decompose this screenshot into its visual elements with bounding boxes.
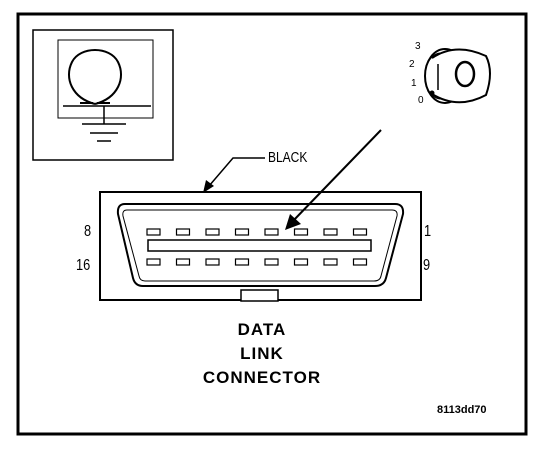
ground-symbol-inner-box	[57, 39, 154, 119]
bottom-pin-slot	[205, 258, 220, 266]
bottom-pin-slot	[293, 258, 309, 266]
bottom-pin-slot	[264, 258, 279, 266]
top-pin-slot	[175, 228, 191, 236]
connector-latch	[240, 289, 279, 302]
ignition-position-1: 1	[411, 78, 417, 89]
top-pin-slot	[205, 228, 220, 236]
outer-border	[16, 12, 528, 436]
top-pin-slot	[234, 228, 250, 236]
top-pin-slot	[352, 228, 368, 236]
pin-label-16: 16	[76, 257, 91, 274]
ignition-key-icon	[424, 48, 491, 104]
pin-label-9: 9	[423, 257, 431, 274]
top-pin-slot	[264, 228, 279, 236]
caption-line-1: DATA	[237, 320, 287, 339]
bottom-pin-slot	[175, 258, 191, 266]
connector-shell	[116, 203, 405, 287]
omega-icon	[67, 49, 123, 105]
bottom-pin-row	[146, 258, 368, 266]
ground-symbol-outer-box	[32, 29, 174, 161]
caption-line-3: CONNECTOR	[202, 368, 322, 387]
wire-color-label: BLACK	[268, 149, 308, 166]
bottom-pin-slot	[234, 258, 250, 266]
connector-center-bar	[147, 239, 372, 252]
pin-label-1: 1	[424, 223, 432, 240]
top-pin-row	[146, 228, 368, 236]
pin-label-8: 8	[84, 223, 92, 240]
top-pin-slot	[323, 228, 338, 236]
ignition-position-2: 2	[409, 59, 415, 70]
bottom-pin-slot	[352, 258, 368, 266]
bottom-pin-slot	[146, 258, 161, 266]
top-pin-slot	[146, 228, 161, 236]
ground-symbol	[32, 29, 174, 161]
data-link-connector	[99, 191, 422, 302]
bottom-pin-slot	[323, 258, 338, 266]
caption-line-2: LINK	[240, 344, 284, 363]
top-pin-slot	[293, 228, 309, 236]
ignition-position-3: 3	[415, 41, 421, 52]
ignition-position-0: 0	[418, 95, 424, 106]
figure-code: 8113dd70	[437, 404, 487, 416]
black-wire-leader	[203, 157, 265, 193]
pointer-arrow	[285, 129, 382, 230]
